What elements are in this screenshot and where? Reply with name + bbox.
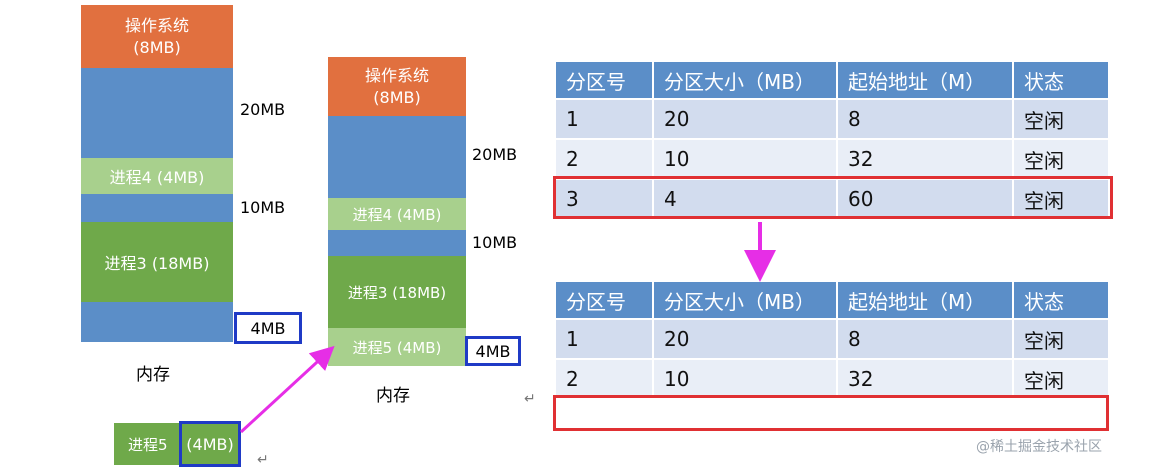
os-name-right: 操作系统 bbox=[364, 65, 429, 85]
header-status: 状态 bbox=[1013, 282, 1110, 319]
return-mark-icon-2: ↵ bbox=[524, 391, 536, 407]
header-partition-no: 分区号 bbox=[556, 62, 654, 99]
header-partition-size: 分区大小（MB） bbox=[653, 62, 838, 99]
label-10mb-left: 10MB bbox=[240, 198, 286, 217]
table-row: 1 20 8 空闲 bbox=[556, 318, 1110, 359]
os-size-right: (8MB) bbox=[373, 87, 421, 107]
watermark: @稀土掘金技术社区 bbox=[976, 439, 1102, 455]
label-20mb-right: 20MB bbox=[472, 145, 518, 164]
header-start-address: 起始地址（M） bbox=[837, 62, 1014, 99]
table-row: 2 10 32 空闲 bbox=[556, 358, 1110, 398]
memory-caption-right: 内存 bbox=[376, 386, 410, 406]
header-start-address: 起始地址（M） bbox=[837, 282, 1014, 319]
partition-table-after: 分区号 分区大小（MB） 起始地址（M） 状态 1 20 8 空闲 2 10 3… bbox=[556, 282, 1110, 398]
free-block-4-left bbox=[81, 302, 233, 342]
new-process5-size-box: (4MB) bbox=[179, 421, 241, 467]
highlight-empty-row-after bbox=[553, 395, 1109, 431]
label-4mb-left: 4MB bbox=[234, 312, 302, 344]
os-block-right: 操作系统 (8MB) bbox=[328, 57, 466, 116]
os-size-left: (8MB) bbox=[133, 37, 181, 57]
new-process5-name: 进程5 bbox=[128, 435, 168, 454]
process3-block-right: 进程3 (18MB) bbox=[328, 256, 466, 328]
label-20mb-left: 20MB bbox=[240, 100, 286, 119]
os-name-left: 操作系统 bbox=[124, 15, 189, 35]
free-block-20-left bbox=[81, 68, 233, 158]
free-block-10-right bbox=[328, 230, 466, 256]
arrow-to-memory-right bbox=[239, 345, 335, 434]
new-process5-block: 进程5 bbox=[114, 423, 238, 465]
os-block-left: 操作系统 (8MB) bbox=[81, 5, 233, 68]
table-row: 2 10 32 空闲 bbox=[556, 138, 1110, 179]
table-header-row: 分区号 分区大小（MB） 起始地址（M） 状态 bbox=[556, 62, 1110, 99]
return-mark-icon: ↵ bbox=[257, 452, 269, 468]
process4-block-left: 进程4 (4MB) bbox=[81, 158, 233, 194]
table-row: 1 20 8 空闲 bbox=[556, 98, 1110, 139]
header-status: 状态 bbox=[1013, 62, 1110, 99]
process3-block-left: 进程3 (18MB) bbox=[81, 222, 233, 302]
table-header-row: 分区号 分区大小（MB） 起始地址（M） 状态 bbox=[556, 282, 1110, 319]
process5-block-right: 进程5 (4MB) bbox=[328, 328, 466, 366]
free-block-20-right bbox=[328, 116, 466, 198]
memory-caption-left: 内存 bbox=[136, 365, 170, 385]
highlight-row3-before bbox=[553, 176, 1113, 219]
label-10mb-right: 10MB bbox=[472, 233, 518, 252]
header-partition-no: 分区号 bbox=[556, 282, 654, 319]
table-row: 3 4 60 空闲 bbox=[556, 178, 1110, 218]
free-block-10-left bbox=[81, 194, 233, 222]
header-partition-size: 分区大小（MB） bbox=[653, 282, 838, 319]
partition-table-before: 分区号 分区大小（MB） 起始地址（M） 状态 1 20 8 空闲 2 10 3… bbox=[556, 62, 1110, 218]
process4-block-right: 进程4 (4MB) bbox=[328, 198, 466, 230]
label-4mb-right: 4MB bbox=[465, 336, 521, 366]
